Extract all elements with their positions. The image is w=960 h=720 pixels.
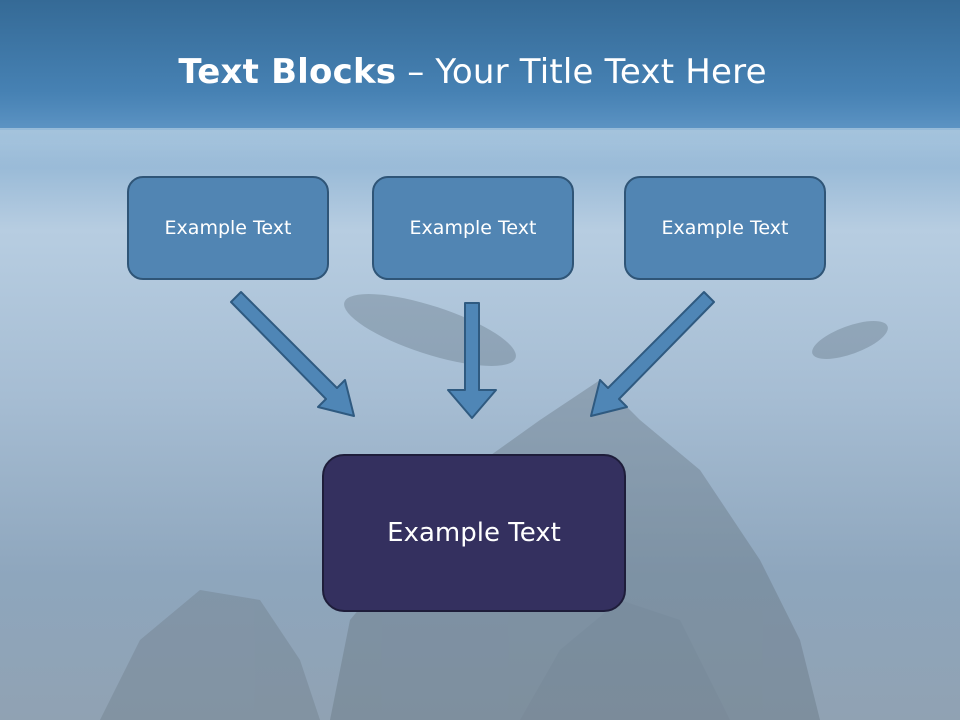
text-block-top-center[interactable]: Example Text — [372, 176, 574, 280]
arrow-right-diagonal — [590, 291, 715, 417]
text-block-top-center-label: Example Text — [409, 217, 537, 239]
text-block-bottom[interactable]: Example Text — [322, 454, 626, 612]
text-block-top-right-label: Example Text — [661, 217, 789, 239]
arrow-center-down — [447, 302, 497, 419]
background-top-band — [0, 0, 960, 130]
text-block-top-left-label: Example Text — [164, 217, 292, 239]
arrow-left-diagonal — [230, 291, 355, 417]
text-block-top-right[interactable]: Example Text — [624, 176, 826, 280]
slide-title: Text Blocks – Your Title Text Here — [0, 52, 945, 92]
text-block-top-left[interactable]: Example Text — [127, 176, 329, 280]
text-block-bottom-label: Example Text — [387, 518, 561, 548]
title-rest-text: – Your Title Text Here — [396, 52, 767, 92]
title-bold-text: Text Blocks — [178, 52, 397, 92]
background-haze — [0, 128, 960, 168]
